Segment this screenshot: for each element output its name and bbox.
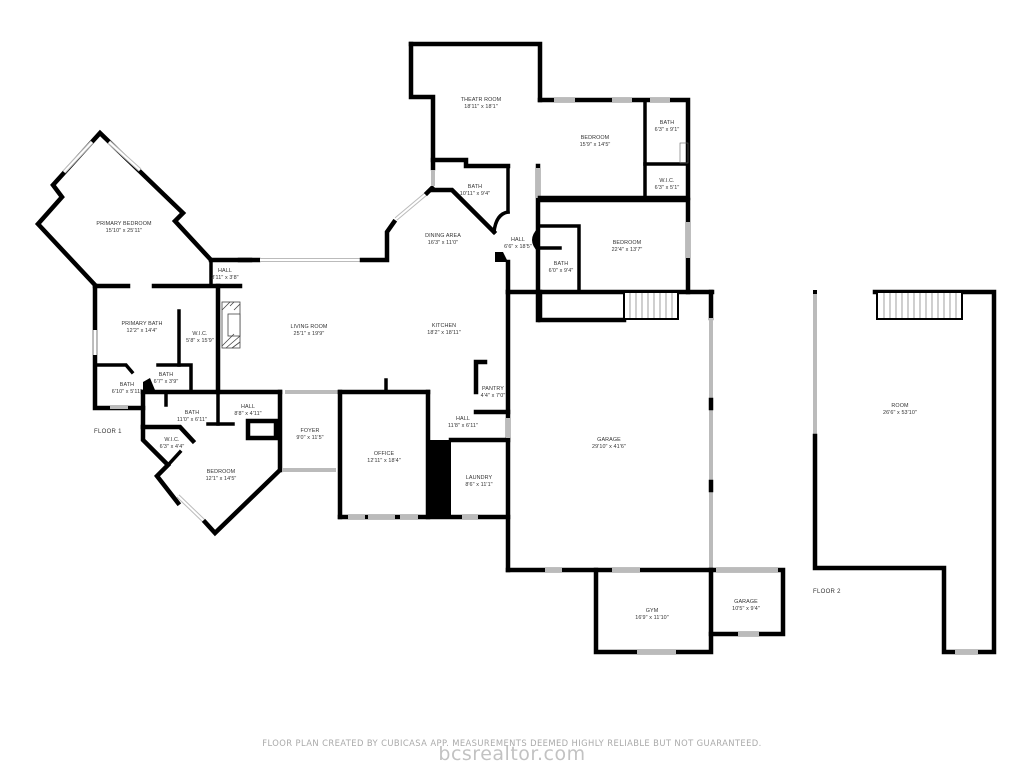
watermark: bcsrealtor.com	[438, 743, 586, 765]
floor-2-label: FLOOR 2	[813, 589, 841, 595]
floor-1-label: FLOOR 1	[94, 429, 122, 435]
primary-bedroom-walls	[34, 129, 215, 289]
room-wic: W.I.C.6'3" x 4'4"	[159, 437, 185, 450]
room-wic: W.I.C.5'8" x 15'9"	[186, 331, 214, 344]
room-wic: W.I.C.6'3" x 5'1"	[654, 178, 680, 191]
disclaimer-text: FLOOR PLAN CREATED BY CUBICASA APP. MEAS…	[262, 738, 762, 748]
